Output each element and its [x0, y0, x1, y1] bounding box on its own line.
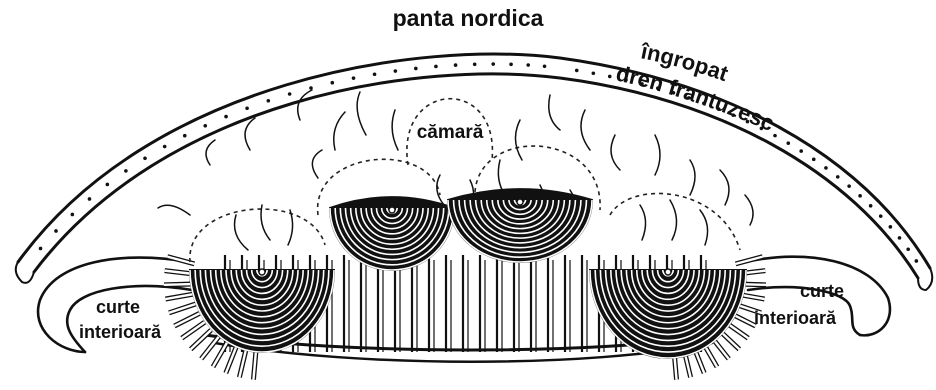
ray	[700, 210, 708, 245]
drain-dot	[352, 76, 356, 80]
drain-dot	[106, 183, 110, 187]
ray	[745, 195, 753, 225]
drain-dot	[824, 166, 828, 170]
drain-dot	[608, 75, 612, 79]
ray	[720, 170, 729, 205]
ray	[158, 205, 190, 215]
drain-dot	[143, 156, 147, 160]
drain-dot	[889, 225, 893, 229]
ray	[437, 175, 444, 205]
dome-center	[665, 269, 671, 275]
drain-dot	[434, 65, 438, 69]
drain-dot	[309, 86, 313, 90]
drain-dot	[836, 175, 840, 179]
drain-dot	[898, 236, 902, 240]
spiral-dome	[590, 269, 746, 358]
drain-dot	[509, 62, 513, 66]
drain-dot	[786, 141, 790, 145]
drain-dot	[869, 204, 873, 208]
drain-dot	[543, 64, 547, 68]
beam-fill	[213, 343, 227, 367]
drain-dot	[773, 134, 777, 138]
dome-center	[389, 207, 395, 213]
drain-dot	[879, 214, 883, 218]
beam-fill	[182, 322, 205, 338]
label-chamber: cămară	[417, 122, 484, 143]
spiral-dome	[330, 197, 454, 270]
ray	[235, 215, 249, 250]
drain-dot	[373, 72, 377, 76]
drain-dot	[39, 247, 43, 251]
drain-dot	[267, 99, 271, 103]
drain-dot	[203, 124, 207, 128]
ray	[670, 200, 677, 240]
drain-dot	[592, 71, 596, 75]
ray	[549, 95, 560, 130]
ray	[357, 92, 366, 135]
label-inner-yard-left-2: interioară	[79, 322, 162, 342]
drain-dot	[71, 213, 75, 217]
drain-dot	[124, 169, 128, 173]
drain-dot	[491, 62, 495, 66]
drain-dot	[224, 115, 228, 119]
spiral-dome	[448, 189, 592, 262]
drain-dot	[454, 63, 458, 67]
beam-fill	[169, 304, 196, 313]
drain-dot	[473, 62, 477, 66]
drain-dot	[847, 184, 851, 188]
drain-arch	[16, 54, 933, 290]
drain-dot	[906, 247, 910, 251]
ray	[334, 112, 345, 150]
ray	[288, 210, 293, 245]
ray	[640, 205, 646, 240]
ray	[312, 150, 322, 178]
dome-center	[259, 269, 265, 275]
drain-dot	[394, 69, 398, 73]
drain-dot	[288, 92, 292, 96]
ray	[206, 140, 215, 165]
drain-dot	[858, 194, 862, 198]
ray	[515, 120, 522, 160]
label-inner-yard-left-1: curte	[96, 297, 140, 317]
drain-dot	[575, 69, 579, 73]
drain-dot	[330, 81, 334, 85]
spiral-dome	[190, 269, 334, 352]
drain-dot	[163, 145, 167, 149]
beam-fill	[164, 284, 192, 285]
drain-dot	[526, 63, 530, 67]
ray	[611, 135, 620, 170]
ray	[581, 110, 590, 150]
drain-dot	[915, 259, 919, 263]
label-inner-yard-right-2: interioară	[754, 308, 837, 328]
beam-fill	[226, 347, 236, 373]
ray	[245, 118, 255, 150]
label-inner-yard-right-1: curte	[800, 281, 844, 301]
drain-dot	[799, 149, 803, 153]
label-top-slope: panta nordica	[393, 5, 544, 31]
ray	[261, 205, 270, 240]
beam-fill	[174, 313, 199, 326]
drain-dot	[812, 158, 816, 162]
drain-dot	[54, 229, 58, 233]
ray	[298, 90, 312, 120]
ray	[392, 110, 398, 150]
ray	[655, 135, 660, 175]
drain-dot	[88, 197, 92, 201]
drain-dot	[245, 106, 249, 110]
dome-center	[517, 199, 523, 205]
ray	[690, 160, 695, 195]
drain-dot	[183, 134, 187, 138]
drain-dot	[414, 67, 418, 71]
